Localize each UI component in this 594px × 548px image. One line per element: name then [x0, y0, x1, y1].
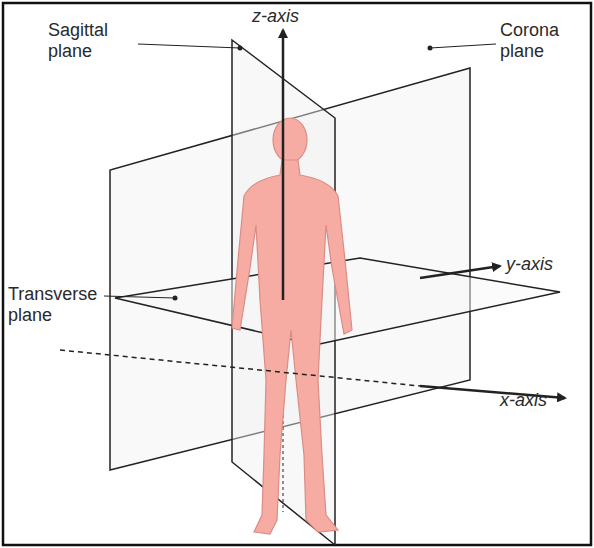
z-axis-arrow: [282, 30, 285, 300]
plane-label: Sagittal plane: [48, 20, 134, 61]
leader-line: [104, 296, 175, 298]
y-axis-arrow: [420, 266, 500, 278]
x-axis-dashed: [60, 350, 420, 386]
axis-label: y-axis: [506, 254, 576, 275]
axis-label: z-axis: [252, 6, 322, 27]
leader-line: [138, 44, 240, 48]
plane-label: Transverse plane: [8, 284, 108, 325]
leader-dot: [428, 46, 433, 51]
leader-dot: [238, 46, 243, 51]
frame: [3, 3, 591, 545]
axis-label: x-axis: [500, 390, 570, 411]
plane-label: Corona plane: [500, 20, 584, 61]
leader-dot: [173, 296, 178, 301]
human-figure: [232, 118, 352, 534]
leader-line: [430, 44, 496, 48]
